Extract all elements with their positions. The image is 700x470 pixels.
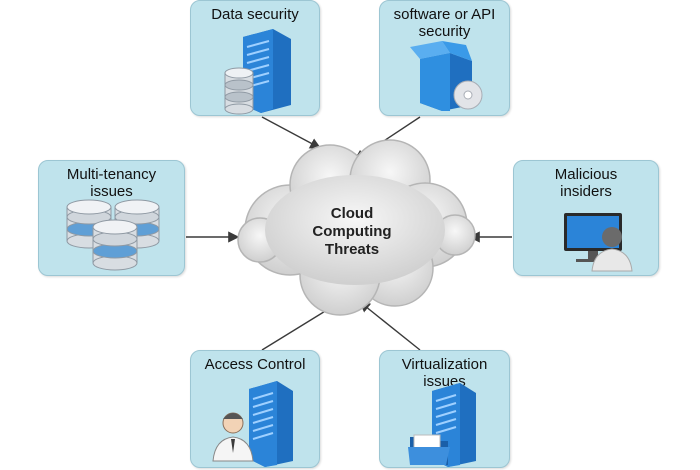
cloud-title: Cloud Computing Threats	[292, 205, 412, 259]
node-malicious-insiders: Malicious insiders	[513, 160, 659, 276]
database-cluster-icon	[66, 199, 160, 271]
cloud-title-line-3: Threats	[324, 241, 380, 258]
node-software-api-security: software or API security	[379, 0, 510, 116]
node-label: Malicious insiders	[554, 166, 618, 200]
node-label: software or API security	[393, 6, 496, 40]
cloud-title-line-1: Cloud	[330, 205, 374, 222]
cloud-title-line-2: Computing	[312, 223, 392, 240]
node-data-security: Data security	[190, 0, 320, 116]
cd-disc-icon	[453, 80, 483, 110]
node-label: Access Control	[204, 356, 306, 373]
node-label: Data security	[211, 6, 299, 23]
node-multi-tenancy-issues: Multi-tenancy issues	[38, 160, 185, 276]
database-icon	[224, 67, 254, 115]
node-access-control: Access Control	[190, 350, 320, 468]
folder-icon	[408, 434, 450, 465]
node-label: Multi-tenancy issues	[66, 166, 157, 200]
user-icon	[591, 227, 633, 272]
user-icon	[212, 412, 254, 462]
node-virtualization-issues: Virtualization issues	[379, 350, 510, 468]
arrow-data-security	[261, 116, 322, 149]
arrow-virtualization	[358, 301, 421, 351]
server-icon	[249, 381, 293, 467]
